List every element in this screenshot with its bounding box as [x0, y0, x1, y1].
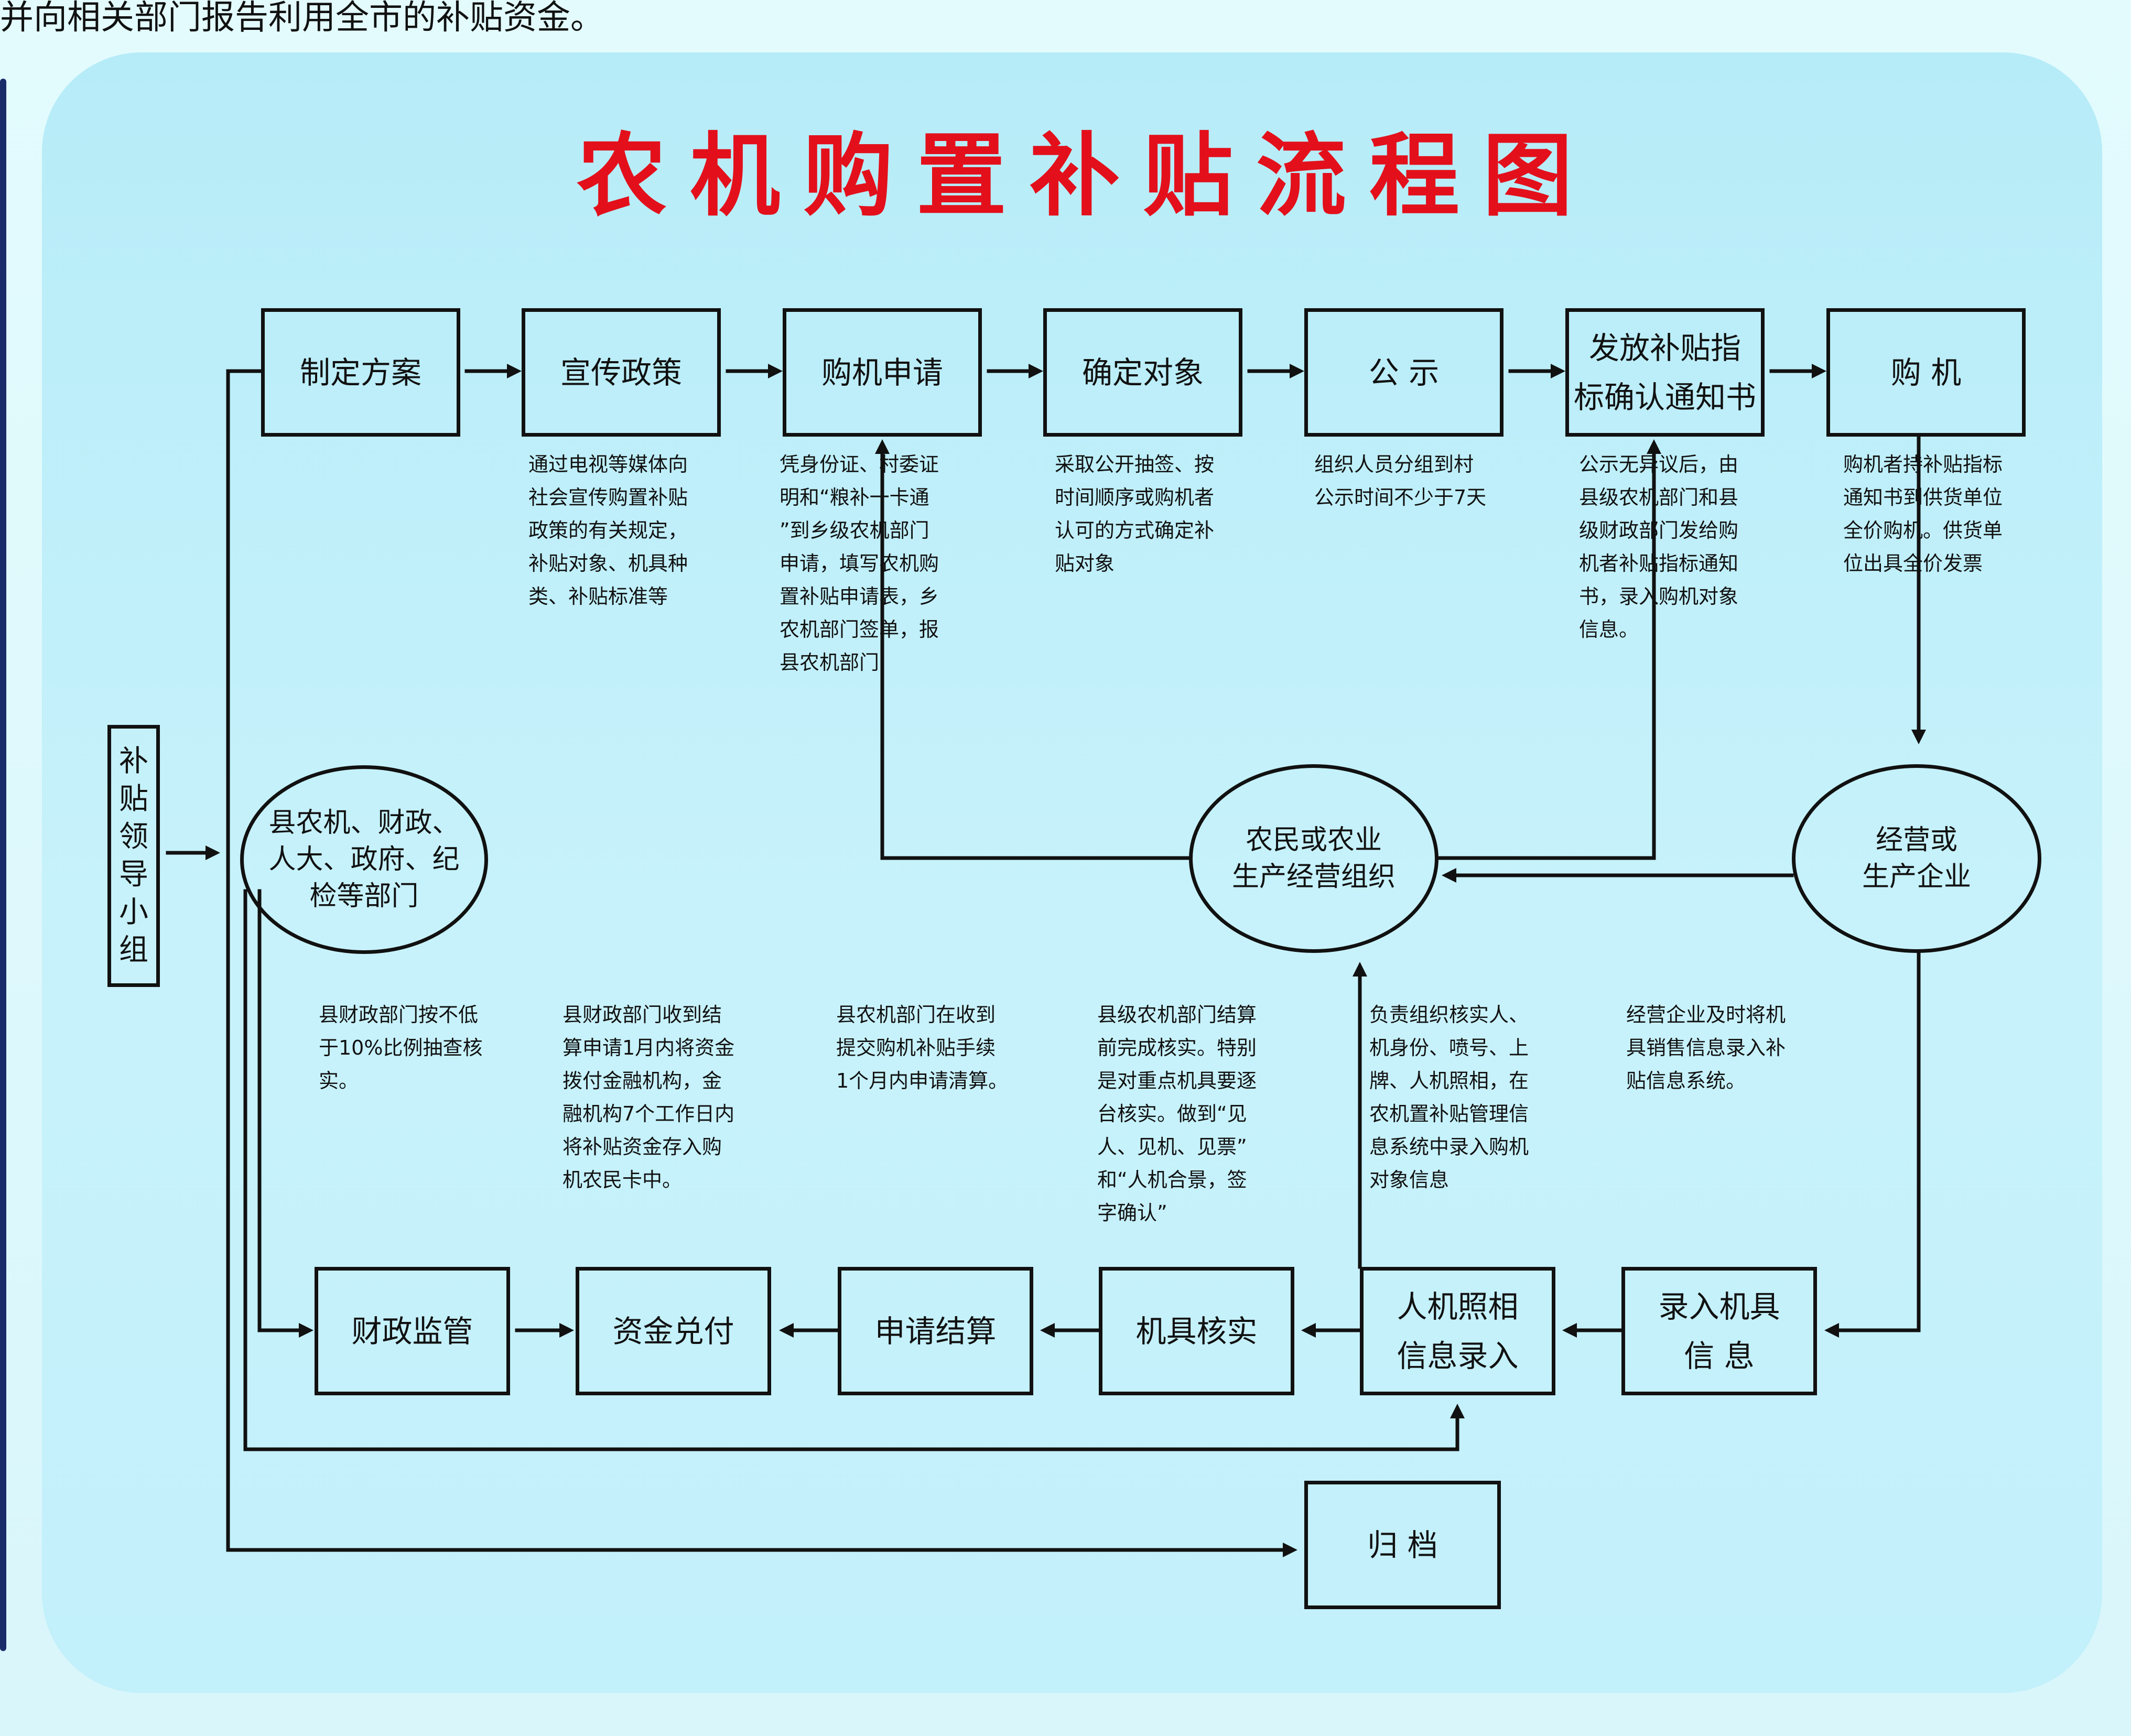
- box-publicity: 宣传政策: [522, 308, 721, 437]
- arrowhead-payment-left: [779, 1323, 794, 1338]
- desc-confirm-target: 采取公开抽签、按 时间顺序或购机者 认可的方式确定补 贴对象: [1055, 453, 1215, 575]
- desc-purchase-application: 凭身份证、村委证 明和“粮补一卡通 ”到乡级农机部门 申请，填写农机购 置补贴申…: [780, 453, 939, 674]
- arrowhead-verify: [1301, 1323, 1316, 1338]
- top-caption: 并向相关部门报告利用全市的补贴资金。: [0, 0, 604, 37]
- line-departments-to-photo: [243, 889, 1459, 1451]
- desc-fund-payment: 县财政部门收到结 算申请1月内将资金 拨付金融机构，金 融机构7个工作日内 将补…: [563, 1003, 735, 1191]
- ellipse-departments: 县农机、财政、 人大、政府、纪 检等部门: [240, 765, 488, 954]
- line-departments-to-supervision: [257, 889, 305, 1332]
- arrowhead-application: [768, 364, 783, 378]
- arrowhead-photo-bottom: [1450, 1404, 1465, 1418]
- arrowhead-enterprise-down: [1911, 730, 1926, 744]
- box-issue-notice-label: 发放补贴指 标确认通知书: [1573, 330, 1756, 415]
- line-notice-farmers: [1436, 669, 1656, 860]
- box-fund-payment-label: 资金兑付: [612, 1313, 734, 1349]
- line-trunk-to-archive: [226, 369, 1289, 1552]
- box-archive: 归 档: [1304, 1481, 1501, 1609]
- box-photo-entry: 人机照相 信息录入: [1360, 1267, 1555, 1395]
- arrowhead-publicity: [507, 364, 522, 378]
- arrowhead-archive: [1283, 1543, 1297, 1557]
- line-application-farmers: [880, 679, 1191, 860]
- box-make-plan-label: 制定方案: [299, 354, 421, 390]
- box-apply-settlement: 申请结算: [838, 1267, 1033, 1395]
- box-machine-verify-label: 机具核实: [1135, 1313, 1258, 1349]
- desc-enterprise-entry: 经营企业及时将机 具销售信息录入补 贴信息系统。: [1626, 1003, 1786, 1092]
- box-purchase-label: 购 机: [1890, 354, 1962, 390]
- arrowhead-photo: [1562, 1323, 1577, 1338]
- box-confirm-target: 确定对象: [1043, 308, 1242, 437]
- ellipse-farmers-label: 农民或农业 生产经营组织: [1231, 824, 1396, 893]
- arrowhead-departments: [205, 845, 220, 860]
- arrowhead-info-entry: [1824, 1323, 1839, 1338]
- arrowhead-notice-up: [1647, 439, 1661, 454]
- box-machine-verify: 机具核实: [1099, 1267, 1294, 1395]
- arrowhead-purchase: [1812, 364, 1826, 378]
- box-fund-payment: 资金兑付: [576, 1267, 771, 1395]
- arrowhead-confirm: [1029, 364, 1043, 378]
- arrowhead-farmers-left: [1442, 868, 1456, 883]
- desc-publicity: 通过电视等媒体向 社会宣传购置补贴 政策的有关规定， 补贴对象、机具种 类、补贴…: [528, 453, 688, 608]
- desc-purchase: 购机者持补贴指标 通知书到供货单位 全价购机。供货单 位出具全价发票: [1843, 453, 2003, 575]
- desc-announce: 组织人员分组到村 公示时间不少于7天: [1314, 453, 1487, 509]
- box-purchase: 购 机: [1826, 308, 2026, 437]
- arrowhead-payment-right: [559, 1323, 574, 1338]
- ellipse-enterprise: 经营或 生产企业: [1792, 764, 2041, 953]
- arrowhead-announce: [1290, 364, 1304, 378]
- box-announce: 公 示: [1304, 308, 1503, 437]
- desc-issue-notice: 公示无异议后，由 县级农机部门和县 级财政部门发给购 机者补贴指标通知 书，录入…: [1579, 453, 1739, 641]
- desc-machine-verify: 县级农机部门结算 前完成核实。特别 是对重点机具要逐 台核实。做到“见 人、见机…: [1097, 1003, 1257, 1224]
- box-make-plan: 制定方案: [261, 308, 460, 437]
- arrowhead-notice: [1551, 364, 1565, 378]
- box-machine-info-entry-label: 录入机具 信 息: [1658, 1288, 1780, 1374]
- box-finance-supervision-label: 财政监管: [351, 1313, 473, 1349]
- leader-group-label: 补 贴 领 导 小 组: [119, 744, 148, 967]
- ellipse-departments-label: 县农机、财政、 人大、政府、纪 检等部门: [268, 807, 460, 912]
- box-purchase-application-label: 购机申请: [821, 354, 943, 390]
- box-announce-label: 公 示: [1368, 354, 1440, 390]
- page-title: 农机购置补贴流程图: [577, 122, 1596, 229]
- ellipse-enterprise-label: 经营或 生产企业: [1862, 824, 1971, 893]
- box-issue-notice: 发放补贴指 标确认通知书: [1565, 308, 1765, 437]
- box-apply-settlement-label: 申请结算: [874, 1313, 997, 1349]
- box-confirm-target-label: 确定对象: [1081, 354, 1204, 390]
- line-enterprise-to-info-entry: [1835, 951, 1921, 1332]
- box-publicity-label: 宣传政策: [560, 354, 682, 390]
- arrowhead-settlement: [1040, 1323, 1055, 1338]
- desc-photo-entry: 负责组织核实人、 机身份、喷号、上 牌、人机照相，在 农机置补贴管理信 息系统中…: [1369, 1003, 1529, 1191]
- arrowhead-application-up: [875, 439, 890, 454]
- left-edge-strip: [0, 79, 6, 1651]
- arrowhead-supervision: [299, 1323, 313, 1338]
- desc-finance-supervision: 县财政部门按不低 于10%比例抽查核 实。: [319, 1003, 483, 1092]
- box-photo-entry-label: 人机照相 信息录入: [1397, 1288, 1519, 1374]
- box-purchase-application: 购机申请: [783, 308, 982, 437]
- box-finance-supervision: 财政监管: [315, 1267, 510, 1395]
- desc-settlement: 县农机部门在收到 提交购机补贴手续 1个月内申请清算。: [836, 1003, 1009, 1092]
- leader-group-box: 补 贴 领 导 小 组: [107, 725, 160, 987]
- arrowhead-farmers-up: [1353, 962, 1367, 976]
- box-archive-label: 归 档: [1367, 1527, 1438, 1563]
